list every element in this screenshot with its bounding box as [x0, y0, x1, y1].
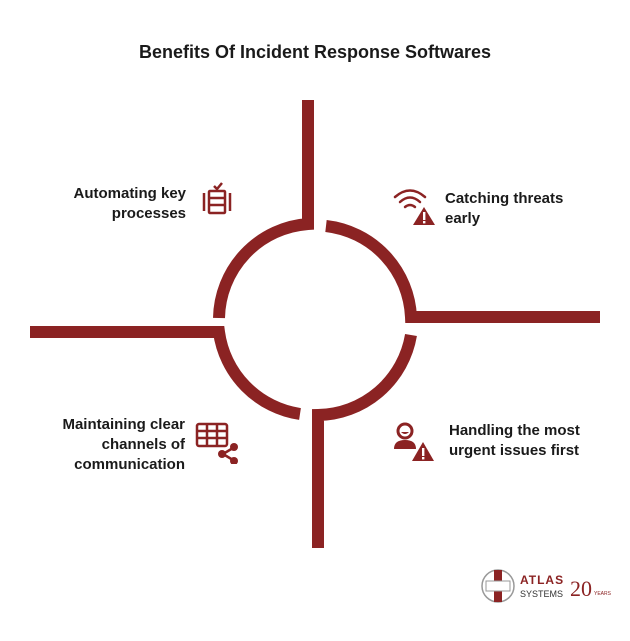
arc-top-left [213, 100, 314, 319]
benefit-line: Handling the most [449, 422, 580, 439]
checklist-icon [202, 182, 232, 215]
benefit-line: early [445, 210, 481, 227]
benefit-line: Catching threats [445, 190, 564, 207]
benefit-communication: Maintaining clear channels of communicat… [20, 415, 185, 475]
logo-years: 20 [570, 576, 592, 601]
user-warning-icon [394, 422, 434, 461]
logo-sub: SYSTEMS [520, 589, 563, 599]
benefit-line: channels of [101, 436, 185, 453]
atlas-systems-logo: ATLAS SYSTEMS 20 YEARS [480, 566, 620, 610]
benefit-catching-threats: Catching threats early [445, 189, 563, 229]
benefit-line: processes [111, 205, 186, 222]
arc-bottom-right [312, 333, 417, 548]
benefit-line: urgent issues first [449, 442, 580, 459]
benefit-line: Maintaining clear [62, 416, 185, 433]
logo-name: ATLAS [520, 573, 564, 587]
wifi-warning-icon [393, 189, 435, 225]
benefit-line: communication [74, 456, 185, 473]
logo-years-label: YEARS [594, 591, 612, 597]
benefit-line: Automating key [73, 185, 186, 202]
page-title: Benefits Of Incident Response Softwares [138, 42, 492, 62]
benefit-urgent-issues: Handling the most urgent issues first [449, 421, 580, 461]
benefit-automating: Automating key processes [30, 184, 186, 224]
arc-top-right [325, 220, 600, 323]
table-share-icon [195, 422, 238, 464]
arc-bottom-left [30, 326, 302, 420]
